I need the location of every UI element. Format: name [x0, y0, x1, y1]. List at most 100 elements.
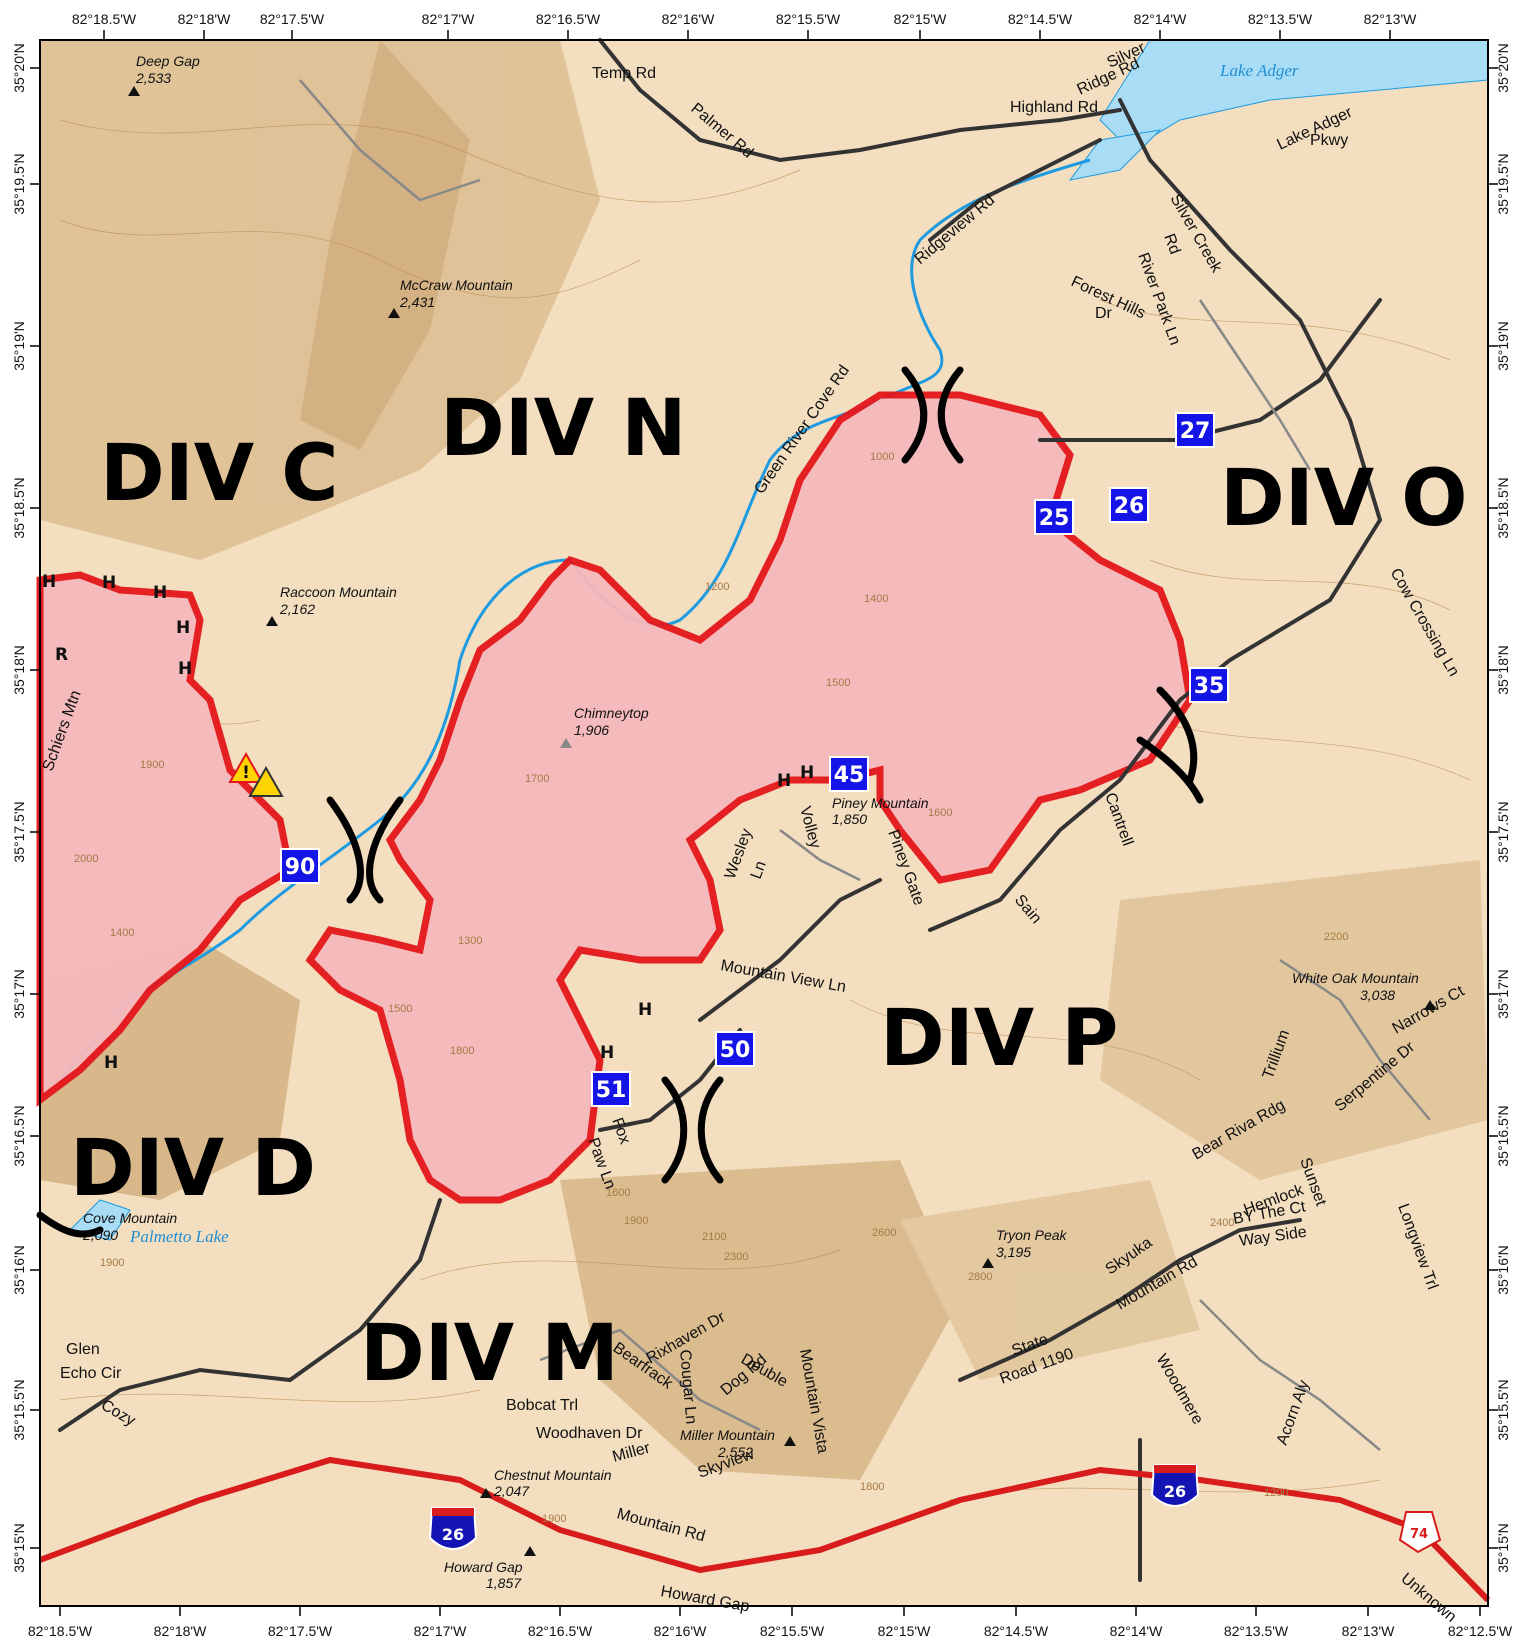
- tick-label-right: 35°15'N: [1495, 1523, 1511, 1573]
- svg-text:Glen: Glen: [66, 1341, 100, 1358]
- div-label: DIV D: [70, 1124, 316, 1214]
- tick-label-left: 35°16'N: [11, 1245, 27, 1295]
- tick-label-bottom: 82°13.5'W: [1224, 1623, 1289, 1639]
- svg-text:1000: 1000: [870, 451, 894, 463]
- svg-text:Tryon Peak: Tryon Peak: [996, 1227, 1068, 1243]
- water-features: [69, 39, 1489, 1241]
- tick-label-top: 82°14'W: [1134, 11, 1187, 27]
- tick-label-left: 35°19'N: [11, 321, 27, 371]
- div-label: DIV M: [360, 1309, 619, 1399]
- svg-text:Bobcat Trl: Bobcat Trl: [506, 1397, 578, 1414]
- svg-text:25: 25: [1039, 506, 1070, 531]
- tick-label-top: 82°13'W: [1364, 11, 1417, 27]
- helispot-icon: H: [102, 573, 116, 593]
- tick-label-bottom: 82°17'W: [414, 1623, 467, 1639]
- tick-label-right: 35°17'N: [1495, 969, 1511, 1019]
- svg-text:Chestnut Mountain: Chestnut Mountain: [494, 1467, 612, 1483]
- helispot-icon: H: [176, 618, 190, 638]
- svg-text:1800: 1800: [450, 1045, 474, 1057]
- svg-text:Piney Mountain: Piney Mountain: [832, 795, 929, 811]
- terrain-shading: [40, 40, 1488, 1480]
- svg-text:Raccoon Mountain: Raccoon Mountain: [280, 584, 397, 600]
- contour-lines: [39, 119, 1471, 1501]
- tick-label-right: 35°16'N: [1495, 1245, 1511, 1295]
- svg-text:Echo Cir: Echo Cir: [60, 1365, 122, 1382]
- drop-point-marker: 26: [1109, 487, 1149, 523]
- svg-text:1900: 1900: [542, 1513, 566, 1525]
- minor-roads: [299, 79, 1431, 1451]
- tick-label-bottom: 82°17.5'W: [268, 1623, 333, 1639]
- svg-text:Highland Rd: Highland Rd: [1010, 99, 1098, 116]
- svg-text:2000: 2000: [74, 853, 98, 865]
- tick-label-right: 35°16.5'N: [1495, 1105, 1511, 1166]
- svg-text:3,038: 3,038: [1360, 987, 1395, 1003]
- tick-label-left: 35°20'N: [11, 43, 27, 93]
- tick-label-top: 82°17'W: [422, 11, 475, 27]
- svg-text:1900: 1900: [624, 1215, 648, 1227]
- div-label: DIV N: [440, 384, 687, 474]
- svg-text:2400: 2400: [1210, 1217, 1234, 1229]
- svg-text:2,162: 2,162: [279, 601, 315, 617]
- svg-text:Pkwy: Pkwy: [1310, 132, 1348, 149]
- drop-point-marker: 35: [1189, 667, 1229, 703]
- tick-label-top: 82°15.5'W: [776, 11, 841, 27]
- tick-label-bottom: 82°16'W: [654, 1623, 707, 1639]
- division-labels: DIV C DIV N DIV O DIV D DIV P DIV M: [70, 384, 1468, 1399]
- svg-text:1,906: 1,906: [574, 722, 609, 738]
- interstate-26: [38, 1456, 1491, 1603]
- svg-text:Miller Mountain: Miller Mountain: [680, 1427, 775, 1443]
- div-label: DIV O: [1220, 454, 1468, 544]
- tick-label-top: 82°16.5'W: [536, 11, 601, 27]
- svg-text:Cove Mountain: Cove Mountain: [83, 1210, 177, 1226]
- safety-zone-icon: [248, 765, 284, 797]
- tick-label-top: 82°15'W: [894, 11, 947, 27]
- tick-label-left: 35°15'N: [11, 1523, 27, 1573]
- svg-text:2,047: 2,047: [493, 1483, 530, 1499]
- tick-label-right: 35°19.5'N: [1495, 153, 1511, 214]
- svg-text:1500: 1500: [388, 1003, 412, 1015]
- svg-text:White Oak Mountain: White Oak Mountain: [1292, 970, 1419, 986]
- div-label: DIV C: [100, 429, 339, 519]
- svg-text:26: 26: [1164, 1482, 1186, 1501]
- drop-point-marker: 45: [829, 756, 869, 792]
- div-label: DIV P: [880, 994, 1118, 1084]
- water-label: Lake Adger: [1219, 61, 1299, 80]
- fire-polygon-main: [305, 391, 1194, 1204]
- drop-point-marker: 27: [1175, 412, 1215, 448]
- svg-text:1300: 1300: [458, 935, 482, 947]
- repeater-icon: R: [55, 645, 68, 665]
- svg-text:Cougar Ln: Cougar Ln: [676, 1349, 699, 1425]
- helispot-icon: H: [800, 763, 814, 783]
- svg-text:1400: 1400: [110, 927, 134, 939]
- svg-text:1600: 1600: [928, 807, 952, 819]
- svg-text:1700: 1700: [525, 773, 549, 785]
- tick-label-bottom: 82°15.5'W: [760, 1623, 825, 1639]
- svg-text:2,090: 2,090: [82, 1227, 118, 1243]
- svg-text:Chimneytop: Chimneytop: [574, 705, 649, 721]
- svg-text:26: 26: [442, 1525, 464, 1544]
- svg-text:McCraw Mountain: McCraw Mountain: [400, 277, 513, 293]
- tick-label-left: 35°18'N: [11, 645, 27, 695]
- svg-text:1400: 1400: [864, 593, 888, 605]
- tick-label-bottom: 82°14.5'W: [984, 1623, 1049, 1639]
- svg-text:Rd: Rd: [1160, 232, 1183, 257]
- svg-text:51: 51: [596, 1078, 627, 1103]
- tick-label-bottom: 82°13'W: [1342, 1623, 1395, 1639]
- interstate-shield-icon: 26: [1150, 1464, 1200, 1507]
- svg-text:50: 50: [720, 1038, 751, 1063]
- svg-text:2200: 2200: [1324, 931, 1348, 943]
- svg-text:26: 26: [1114, 494, 1145, 519]
- svg-text:2,552: 2,552: [717, 1444, 753, 1460]
- tick-label-right: 35°19'N: [1495, 321, 1511, 371]
- svg-text:Dr: Dr: [1095, 305, 1113, 322]
- svg-text:74: 74: [1410, 1527, 1428, 1542]
- tick-label-top: 82°18.5'W: [72, 11, 137, 27]
